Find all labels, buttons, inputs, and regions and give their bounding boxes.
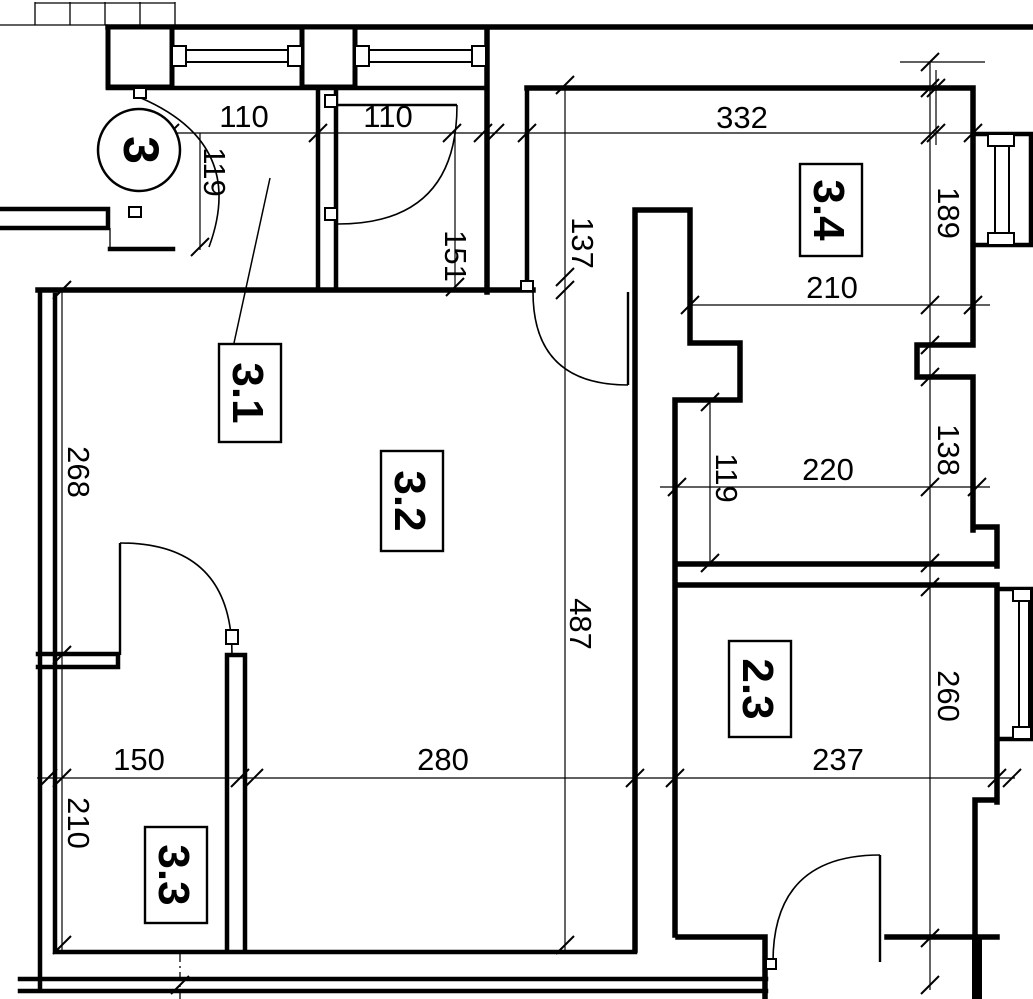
- door-jamb-blocks: [128, 87, 777, 970]
- room-label-3-4: 3.4: [804, 179, 853, 241]
- dim-text-119-vestibule: 119: [197, 147, 232, 196]
- door-leaves: [118, 103, 882, 962]
- dim-text-189: 189: [931, 187, 966, 239]
- dim-text-260: 260: [931, 670, 966, 722]
- dimension-lines: [37, 61, 1015, 990]
- dim-text-210-lower: 210: [61, 797, 96, 849]
- door-arc-hall: [337, 104, 458, 225]
- room-label-2-3: 2.3: [733, 658, 782, 719]
- dim-text-487: 487: [563, 598, 598, 650]
- room-box-23: [727, 639, 793, 739]
- dim-text-268: 268: [61, 446, 96, 498]
- room-label-3-2: 3.2: [385, 470, 434, 531]
- wall-pier-mid: [299, 24, 358, 90]
- dim-text-119-corridor: 119: [709, 453, 744, 502]
- window-glass-lines: [185, 49, 1030, 729]
- door-arc-room33: [119, 542, 233, 656]
- unit-marker-label: 3: [113, 136, 169, 164]
- dim-text-137: 137: [565, 217, 600, 269]
- dim-text-332: 332: [716, 100, 768, 135]
- door-arc-corridor: [532, 291, 629, 386]
- room-label-3-1: 3.1: [223, 362, 272, 423]
- unit-marker-circle: [96, 107, 182, 193]
- dim-text-110-mid: 110: [363, 99, 412, 134]
- wall-pier-left: [105, 24, 175, 90]
- door-arc-room23: [772, 854, 881, 963]
- balcony-railing: [0, 2, 176, 249]
- dim-text-237: 237: [812, 742, 864, 777]
- room-label-boxes: [143, 162, 864, 925]
- room-box-32: [379, 449, 445, 553]
- window-end-caps: [171, 45, 1032, 740]
- dim-text-210-upper: 210: [806, 270, 858, 305]
- leader-line-room31: [233, 177, 271, 344]
- room-box-31: [217, 342, 283, 444]
- room-box-33: [143, 825, 209, 925]
- dim-text-220: 220: [802, 452, 854, 487]
- dim-text-138: 138: [931, 424, 966, 476]
- dim-text-280: 280: [417, 742, 469, 777]
- dim-text-150: 150: [113, 742, 165, 777]
- door-arc-vestibule: [140, 97, 220, 248]
- room-box-34: [798, 162, 864, 258]
- room-label-3-3: 3.3: [149, 844, 198, 905]
- dim-text-110-left: 110: [219, 99, 268, 134]
- dim-text-151: 151: [438, 230, 473, 282]
